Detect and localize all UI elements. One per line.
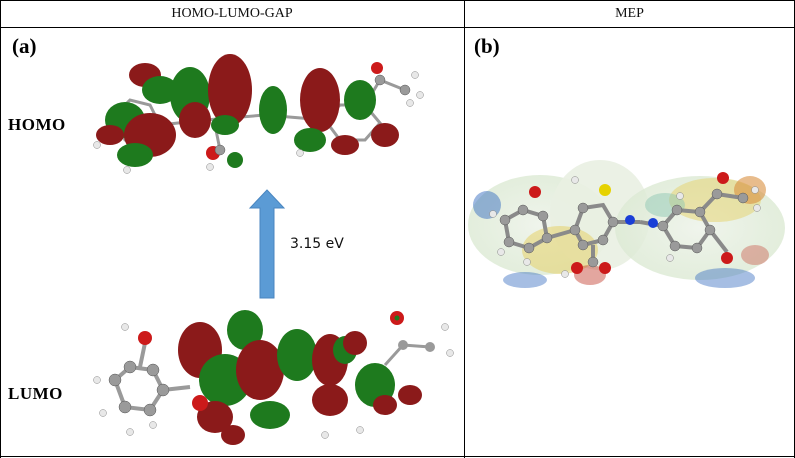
mep-surface-image (468, 160, 785, 288)
gap-energy-label: 3.15 eV (290, 236, 344, 252)
table-header-divider (0, 27, 795, 28)
header-homo-lumo-gap: HOMO-LUMO-GAP (171, 5, 293, 21)
table-column-divider (464, 0, 465, 458)
table-top-border (0, 0, 795, 1)
lumo-label: LUMO (8, 384, 63, 403)
homo-label: HOMO (8, 115, 66, 134)
panel-b-label: (b) (474, 34, 500, 58)
lumo-orbital-image (93, 310, 454, 445)
lumo-lobes (178, 310, 422, 445)
mep-surface (468, 160, 785, 288)
table-left-border (0, 0, 1, 458)
homo-orbital-image (93, 54, 424, 174)
header-mep: MEP (615, 5, 644, 21)
table-bottom-border (0, 456, 795, 457)
gap-arrow (248, 189, 286, 299)
homo-lobes (96, 54, 399, 168)
panel-a-label: (a) (12, 34, 37, 58)
